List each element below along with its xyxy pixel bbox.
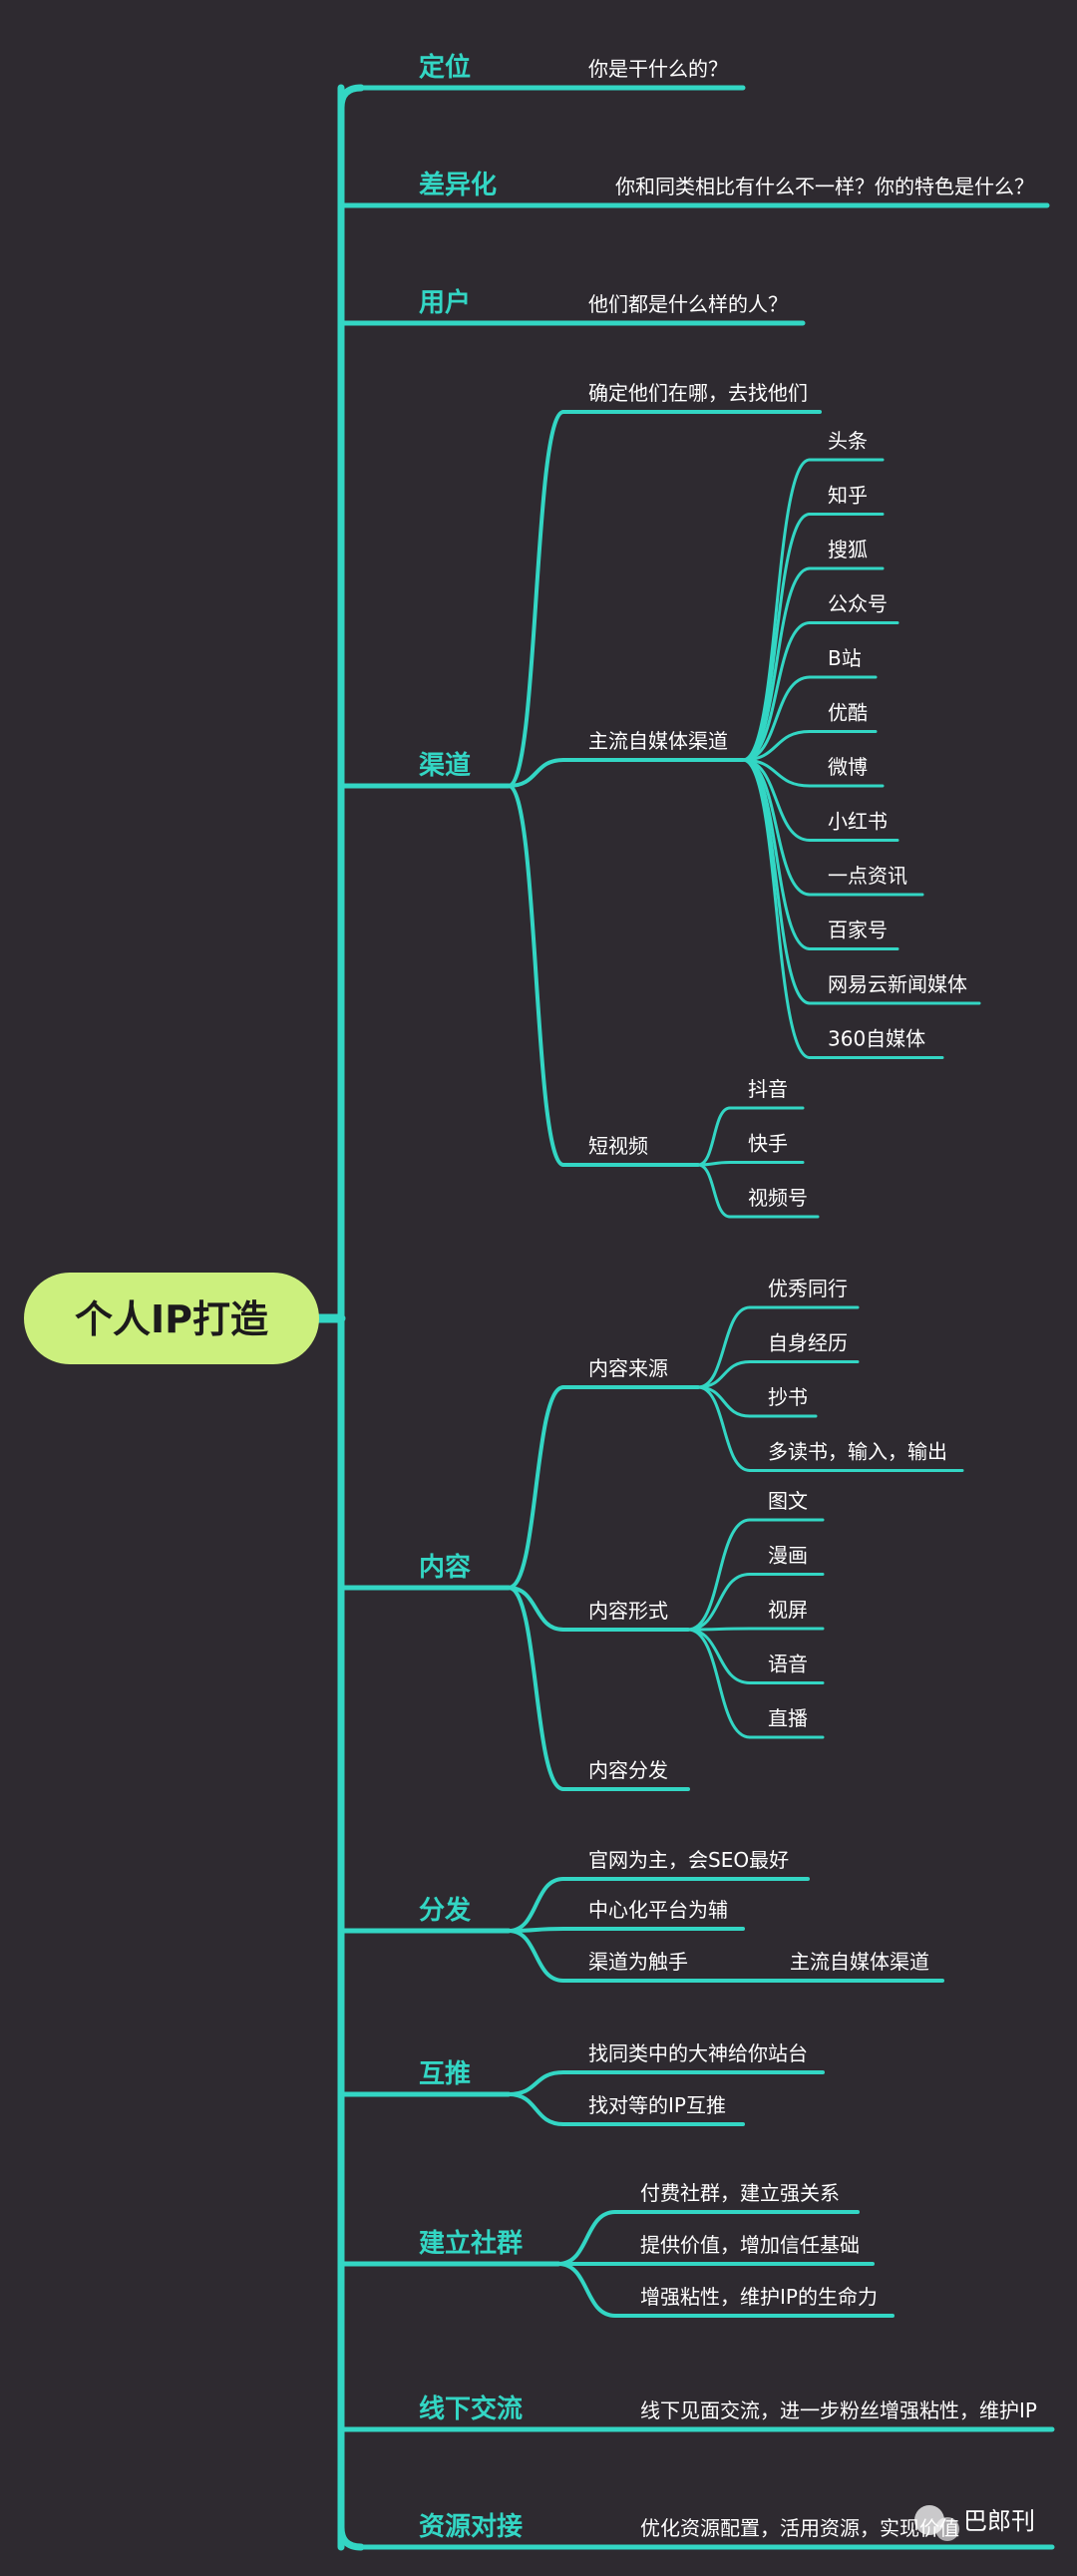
branch-4-child-2-item-9-label: 一点资讯 <box>828 864 907 888</box>
branch-3-label: 用户 <box>419 287 471 318</box>
branch-4-child-2-item-4-connector <box>741 621 812 762</box>
branch-10-label: 资源对接 <box>419 2512 523 2542</box>
branch-9-label: 线下交流 <box>419 2393 523 2424</box>
branch-4-child-2-item-5-connector <box>741 675 812 762</box>
branch-5-child-1-item-3-label: 抄书 <box>768 1385 808 1409</box>
branch-7-label: 互推 <box>419 2059 471 2089</box>
branch-4-child-2-item-2-connector <box>741 513 812 762</box>
branch-4-child-3-item-1-connector <box>696 1106 732 1167</box>
branch-8-child-1-label: 付费社群，建立强关系 <box>640 2181 840 2205</box>
branch-6-child-3-connector <box>507 1929 565 1983</box>
branch-4-child-2-item-7-label: 微博 <box>828 755 868 779</box>
branch-5-child-1-connector <box>507 1385 565 1590</box>
branch-4-child-3-connector <box>507 784 565 1167</box>
branch-4-child-2-item-6-label: 优酷 <box>828 701 868 725</box>
branch-4-child-2-item-3-connector <box>741 566 812 762</box>
branch-4-child-2-label: 主流自媒体渠道 <box>588 729 728 753</box>
branch-5-child-2-item-2-connector <box>686 1573 752 1632</box>
branch-3-child-1-label: 他们都是什么样的人？ <box>588 292 788 316</box>
branch-5-child-3-label: 内容分发 <box>588 1758 668 1782</box>
branch-6-child-3-label: 渠道为触手 <box>588 1950 688 1974</box>
branch-4-child-2-item-2-label: 知乎 <box>828 484 868 508</box>
branch-7-child-2-label: 找对等的IP互推 <box>588 2093 726 2117</box>
root-label: 个人IP打造 <box>75 1297 268 1341</box>
branch-4-child-3-label: 短视频 <box>588 1134 648 1158</box>
branch-5-child-2-item-2-label: 漫画 <box>768 1544 808 1568</box>
watermark: 巴郎刊 <box>914 2505 1035 2541</box>
branch-5-child-2-item-4-connector <box>686 1628 752 1684</box>
branch-5-child-2-item-5-connector <box>686 1628 752 1739</box>
branch-6-label: 分发 <box>419 1895 471 1926</box>
branch-2-label: 差异化 <box>419 170 497 200</box>
branch-5-child-3-connector <box>507 1586 565 1791</box>
branch-5-child-2-item-1-label: 图文 <box>768 1489 808 1513</box>
branch-5-child-1-item-4-label: 多读书，输入，输出 <box>768 1440 947 1464</box>
wechat-icon-bubble <box>935 2517 959 2541</box>
branch-8-child-3-label: 增强粘性，维护IP的生命力 <box>640 2285 878 2309</box>
branch-9-child-1-label: 线下见面交流，进一步粉丝增强粘性，维护IP <box>640 2398 1037 2422</box>
branch-4-label: 渠道 <box>419 750 471 781</box>
branch-5-child-1-item-2-connector <box>696 1360 752 1389</box>
branch-4-child-1-connector <box>507 410 565 788</box>
branch-6-child-1-label: 官网为主，会SEO最好 <box>588 1848 789 1872</box>
branch-8-child-2-label: 提供价值，增加信任基础 <box>640 2233 860 2257</box>
branch-2-child-1-label: 你和同类相比有什么不一样？你的特色是什么？ <box>615 175 1034 198</box>
branch-4-child-2-connector <box>507 758 565 788</box>
branch-4-child-3-item-1-label: 抖音 <box>748 1077 788 1101</box>
branch-4-child-2-item-3-label: 搜狐 <box>828 538 868 561</box>
branch-4-child-2-item-6-connector <box>741 730 812 762</box>
branch-6-child-1-connector <box>507 1877 565 1933</box>
branch-4-child-2-item-4-label: 公众号 <box>828 592 888 616</box>
root-node <box>24 1273 319 1364</box>
branch-5-child-2-item-1-connector <box>686 1518 752 1632</box>
branch-5-child-2-label: 内容形式 <box>588 1599 668 1623</box>
branch-8-child-1-connector <box>556 2210 617 2266</box>
branch-5-child-1-item-1-connector <box>696 1305 752 1389</box>
branch-5-child-1-label: 内容来源 <box>588 1356 668 1380</box>
branch-4-child-2-item-1-label: 头条 <box>828 429 868 453</box>
branch-10-child-1-label: 优化资源配置，活用资源，实现价值 <box>640 2516 959 2540</box>
branch-4-child-2-item-12-label: 360自媒体 <box>828 1027 925 1051</box>
watermark-text: 巴郎刊 <box>963 2507 1035 2535</box>
branch-1-corner <box>337 84 365 112</box>
branch-7-child-1-label: 找同类中的大神给你站台 <box>588 2041 808 2065</box>
branch-5-child-1-item-2-label: 自身经历 <box>768 1331 848 1355</box>
branch-5-child-2-connector <box>507 1586 565 1632</box>
branch-4-child-3-item-3-label: 视频号 <box>748 1186 808 1210</box>
branch-4-child-2-item-5-label: B站 <box>828 646 862 670</box>
branch-10-corner <box>337 2523 365 2551</box>
branch-5-child-2-item-4-label: 语音 <box>768 1653 808 1676</box>
branch-1-child-1-label: 你是干什么的？ <box>588 57 728 81</box>
branch-5-child-2-item-3-label: 视屏 <box>768 1598 808 1622</box>
branch-5-label: 内容 <box>419 1552 471 1583</box>
branch-7-child-2-connector <box>507 2092 565 2126</box>
branch-4-child-2-item-12-connector <box>741 758 812 1059</box>
branch-4-child-2-item-8-label: 小红书 <box>828 810 888 834</box>
branch-4-child-3-item-3-connector <box>696 1163 732 1219</box>
branch-6-child-2-label: 中心化平台为辅 <box>588 1898 728 1922</box>
branch-7-child-1-connector <box>507 2070 565 2096</box>
branch-5-child-1-item-1-label: 优秀同行 <box>768 1277 848 1300</box>
branch-5-child-2-item-3-connector <box>686 1627 752 1632</box>
branch-8-child-3-connector <box>556 2262 617 2318</box>
branch-4-child-3-item-2-label: 快手 <box>748 1132 788 1156</box>
branch-4-child-1-label: 确定他们在哪，去找他们 <box>588 381 808 405</box>
branch-4-child-2-item-10-label: 百家号 <box>828 919 888 942</box>
branch-1-label: 定位 <box>419 52 471 83</box>
branch-4-child-2-item-11-label: 网易云新闻媒体 <box>828 972 967 996</box>
branch-8-label: 建立社群 <box>419 2228 523 2259</box>
branch-6-child-3-item-1-label: 主流自媒体渠道 <box>790 1950 929 1974</box>
branch-5-child-1-item-4-connector <box>696 1385 752 1472</box>
branch-5-child-2-item-5-label: 直播 <box>768 1706 808 1730</box>
